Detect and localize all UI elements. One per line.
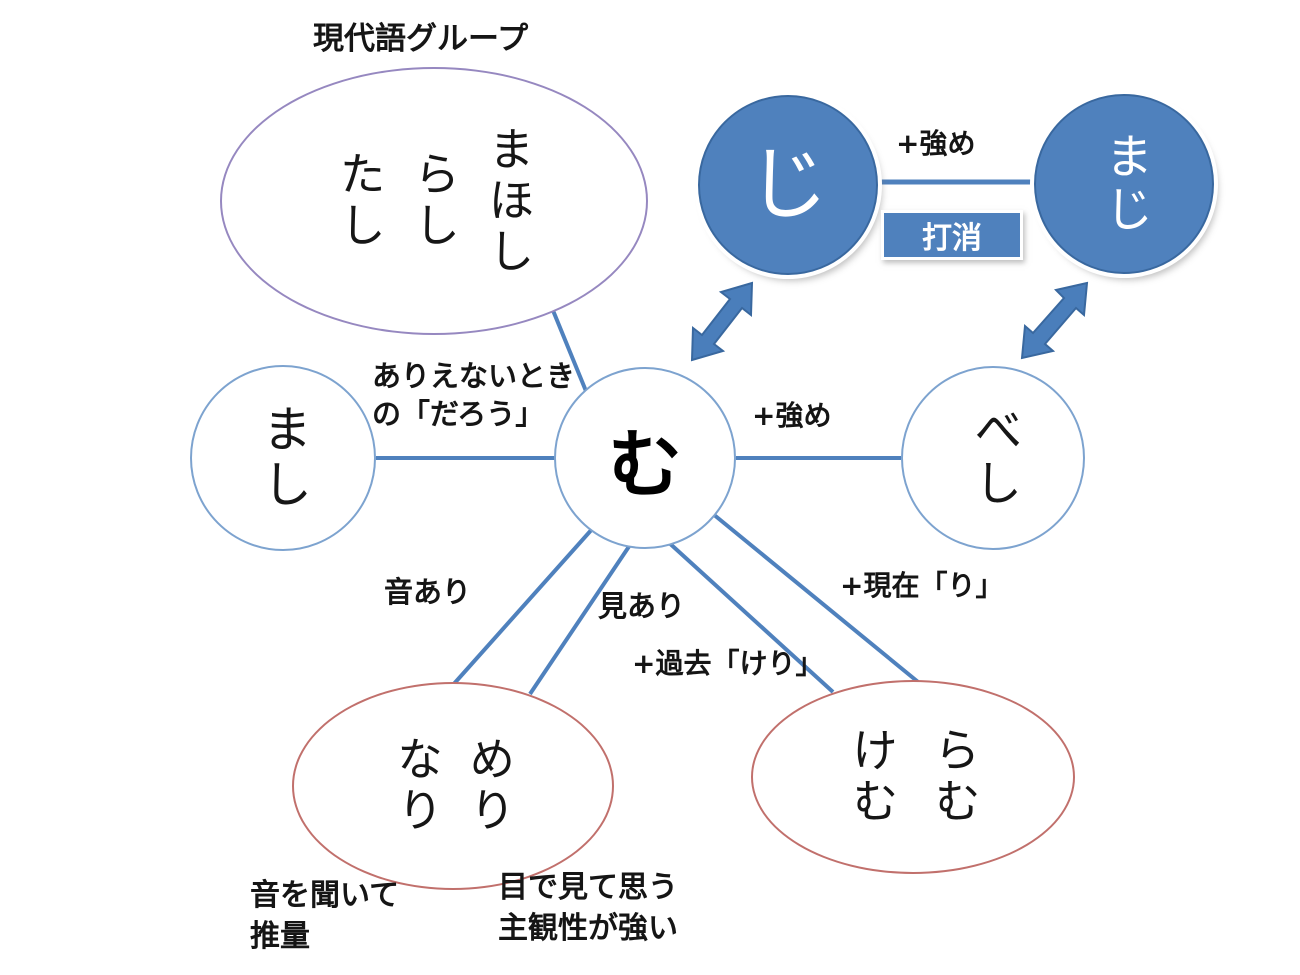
note-me-line1: 目で見て思う	[498, 870, 678, 905]
node-tashi-text: たし	[332, 150, 387, 252]
label-oto-ari: 音あり	[384, 575, 472, 609]
connector-mu-meri	[528, 540, 634, 696]
node-mashi: まし	[190, 365, 376, 551]
node-mu-text: む	[608, 421, 682, 508]
node-ramu-text: らむ	[927, 726, 982, 828]
node-mashi-text: まし	[254, 403, 313, 513]
kemu-ramu-items: けむ らむ	[845, 726, 982, 828]
node-beshi-text: べし	[965, 405, 1022, 511]
node-ji: じ	[698, 95, 878, 275]
note-me-line2: 主観性が強い	[498, 910, 678, 946]
double-arrow-ji-mu	[690, 281, 754, 362]
connector-mu-kemu	[653, 528, 835, 694]
label-arienai-line1: ありえないとき	[372, 359, 576, 393]
nari-meri-ellipse: なり めり	[292, 682, 614, 890]
node-beshi: べし	[901, 366, 1085, 550]
note-oto-line2: 推量	[250, 918, 310, 954]
note-me-shukansei: 目で見て思う 主観性が強い	[498, 868, 678, 949]
connector-mu-nari	[450, 516, 604, 688]
node-meri-text: めり	[462, 735, 517, 837]
node-maji: まじ	[1034, 94, 1214, 274]
label-tsuyome-mid: +強め	[752, 399, 832, 432]
node-nari-text: なり	[390, 735, 444, 837]
connector-mu-ramu	[711, 512, 925, 688]
double-arrow-maji-beshi	[1020, 281, 1089, 360]
modern-group-items: たし らし まほし	[332, 124, 536, 278]
modern-group-ellipse: たし らし まほし	[220, 67, 648, 335]
node-mu: む	[554, 367, 736, 549]
label-arienai: ありえないとき の「だろう」	[372, 358, 575, 433]
uchikeshi-badge: 打消	[881, 210, 1023, 260]
note-oto-line1: 音を聞いて	[250, 878, 400, 913]
node-kemu-text: けむ	[845, 726, 899, 828]
modern-group-title: 現代語グループ	[313, 21, 529, 57]
label-arienai-line2: の「だろう」	[372, 396, 545, 431]
node-ji-text: じ	[748, 138, 828, 231]
label-mi-ari: 見あり	[598, 589, 686, 623]
node-mahoshi-text: まほし	[481, 124, 536, 278]
label-genzai-ri: +現在「り」	[840, 569, 1004, 602]
label-tsuyome-top: +強め	[896, 127, 976, 160]
label-kako-keri: +過去「けり」	[632, 647, 824, 680]
node-maji-text: まじ	[1096, 131, 1153, 237]
connector-modern-group-mu	[550, 307, 590, 397]
kemu-ramu-ellipse: けむ らむ	[751, 680, 1075, 874]
nari-meri-items: なり めり	[390, 735, 517, 837]
note-oto-suiryou: 音を聞いて 推量	[250, 876, 399, 957]
node-rashi-text: らし	[407, 150, 462, 252]
